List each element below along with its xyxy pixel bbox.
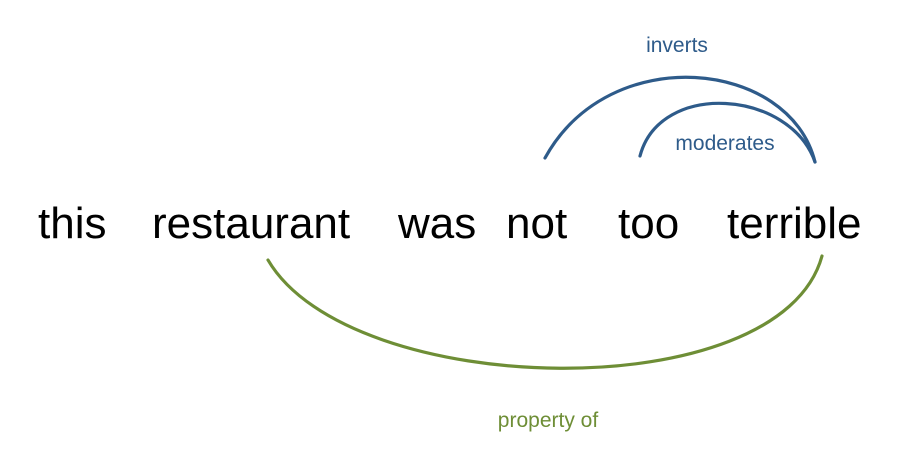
moderates-label: moderates	[675, 132, 774, 155]
property-of-label: property of	[498, 409, 599, 432]
word-was: was	[397, 199, 476, 248]
inverts-arc	[543, 75, 817, 164]
inverts-label: inverts	[646, 34, 708, 57]
moderates-arc	[638, 101, 817, 164]
word-restaurant: restaurant	[152, 199, 350, 248]
word-not: not	[506, 199, 567, 248]
property-of-arc	[266, 254, 824, 370]
word-too: too	[618, 199, 679, 248]
word-terrible: terrible	[727, 199, 862, 248]
word-this: this	[38, 199, 106, 248]
